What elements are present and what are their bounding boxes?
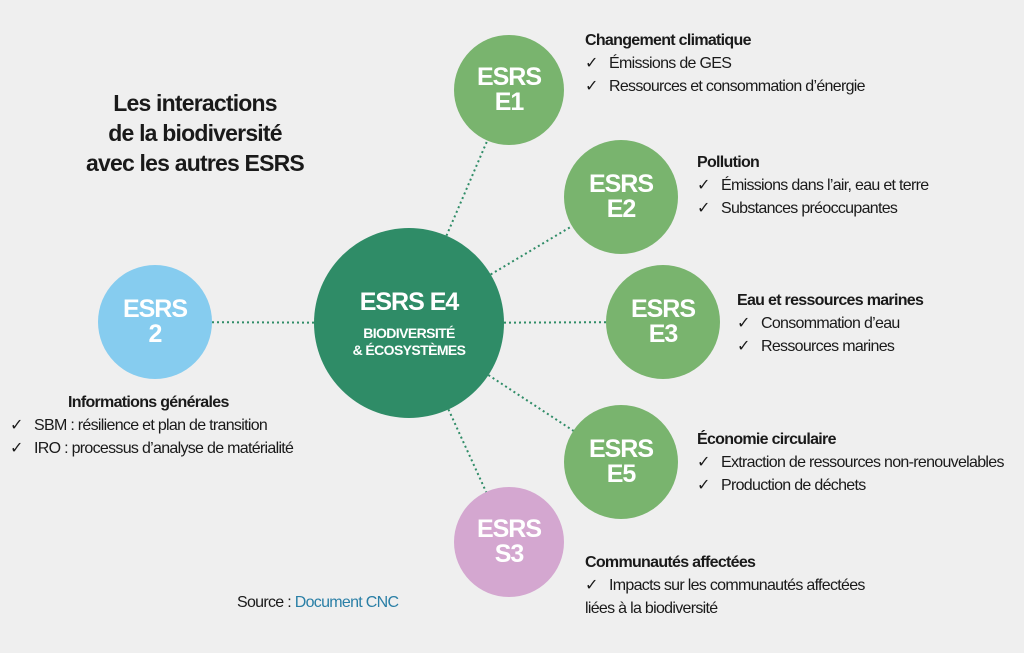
check-icon: ✓ — [10, 417, 23, 434]
e2-description: Pollution ✓Émissions dans l’air, eau et … — [697, 151, 929, 220]
check-icon: ✓ — [697, 454, 710, 471]
e5-description: Économie circulaire ✓Extraction de resso… — [697, 428, 1004, 497]
check-icon: ✓ — [585, 78, 598, 95]
check-icon: ✓ — [585, 577, 598, 594]
esrs2-description: Informations générales ✓SBM : résilience… — [10, 391, 294, 460]
check-icon: ✓ — [737, 338, 750, 355]
e1-description: Changement climatique ✓Émissions de GES … — [585, 29, 866, 98]
diagram-title: Les interactions de la biodiversité avec… — [86, 90, 305, 176]
check-icon: ✓ — [697, 177, 710, 194]
check-icon: ✓ — [10, 440, 23, 457]
node-esrs-e4: ESRS E4 BIODIVERSITÉ & ÉCOSYSTÈMES — [314, 228, 504, 418]
check-icon: ✓ — [697, 477, 710, 494]
s3-description: Communautés affectées ✓Impacts sur les c… — [585, 554, 865, 617]
source-link[interactable]: Document CNC — [294, 594, 399, 611]
check-icon: ✓ — [585, 55, 598, 72]
check-icon: ✓ — [697, 200, 710, 217]
source-note: Source : Document CNC — [237, 594, 399, 611]
check-icon: ✓ — [737, 315, 750, 332]
e3-description: Eau et ressources marines ✓Consommation … — [737, 289, 924, 358]
